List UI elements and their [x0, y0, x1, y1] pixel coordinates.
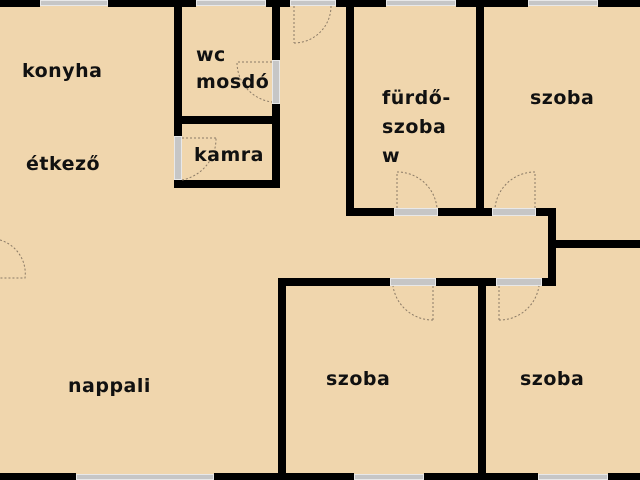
wall-top: [108, 0, 196, 7]
wall-hall-bottom: [542, 278, 556, 286]
window-top-2: [196, 0, 266, 6]
wall-hall-end-top: [536, 208, 556, 216]
room-label-konyha: konyha: [22, 60, 103, 82]
wall-hall-bottom: [436, 278, 496, 286]
wall-nappali-right: [278, 278, 286, 480]
wall-bottom: [608, 473, 640, 480]
window-top-5: [528, 0, 598, 6]
room-label-wc-line2: mosdó: [196, 70, 270, 93]
window-top-3: [290, 0, 336, 6]
wall-top: [598, 0, 640, 7]
room-label-wc-line1: wc: [196, 44, 226, 66]
wall-right-rooms-divider: [556, 240, 640, 248]
room-label-furdoszoba-line3: w: [382, 145, 401, 167]
wall-wc-left: [174, 0, 182, 136]
room-label-etkezo: étkező: [26, 153, 101, 175]
wall-top: [456, 0, 528, 7]
door-kamra: [174, 136, 182, 180]
wall-top: [0, 0, 40, 7]
room-label-nappali: nappali: [68, 375, 151, 397]
room-label-szoba-bottom-middle: szoba: [326, 368, 391, 390]
wall-hall-bottom: [278, 278, 390, 286]
wall-kamra-bottom: [174, 180, 280, 188]
door-szoba-bottom-middle: [390, 278, 436, 286]
room-label-furdoszoba-line2: szoba: [382, 116, 447, 138]
room-label-szoba-top-right: szoba: [530, 87, 595, 109]
room-label-furdoszoba: fürdő- szoba w: [382, 84, 451, 171]
wall-wc-kamra-divider: [174, 116, 280, 124]
door-wc: [272, 60, 280, 104]
room-label-kamra: kamra: [194, 144, 264, 166]
door-szoba-top-right: [492, 208, 536, 216]
wall-bath-bottom: [438, 208, 492, 216]
wall-bottom: [0, 473, 76, 480]
wall-top: [336, 0, 386, 7]
wall-hall-end: [548, 208, 556, 286]
wall-bath-bottom: [346, 208, 394, 216]
door-szoba-bottom-right: [496, 278, 542, 286]
room-label-szoba-bottom-right: szoba: [520, 368, 585, 390]
room-label-wc: wc mosdó: [196, 42, 269, 95]
wall-bath-left: [346, 0, 354, 216]
door-bath: [394, 208, 438, 216]
wall-wc-right-lower: [272, 104, 280, 188]
window-top-4: [386, 0, 456, 6]
wall-lower-rooms-divider: [478, 278, 486, 480]
wall-wc-right: [272, 0, 280, 60]
wall-bath-right: [476, 0, 484, 216]
window-top-1: [40, 0, 108, 6]
room-label-furdoszoba-line1: fürdő-: [382, 87, 451, 109]
